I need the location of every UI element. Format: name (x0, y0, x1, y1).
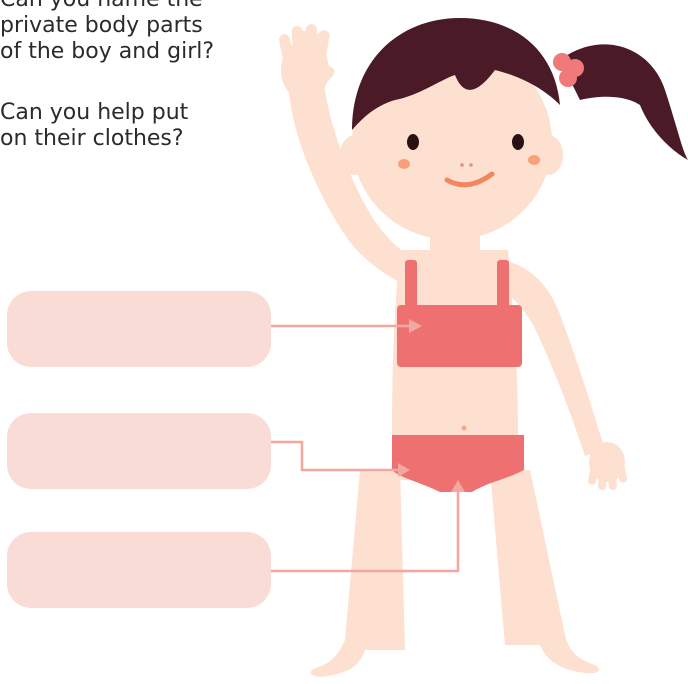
legs (311, 470, 599, 677)
cheek-right (528, 155, 540, 165)
eye-right (512, 134, 524, 150)
navel (462, 426, 467, 431)
eye-left (407, 134, 419, 150)
arrow-to-front (271, 442, 400, 470)
cheek-left (398, 159, 410, 169)
